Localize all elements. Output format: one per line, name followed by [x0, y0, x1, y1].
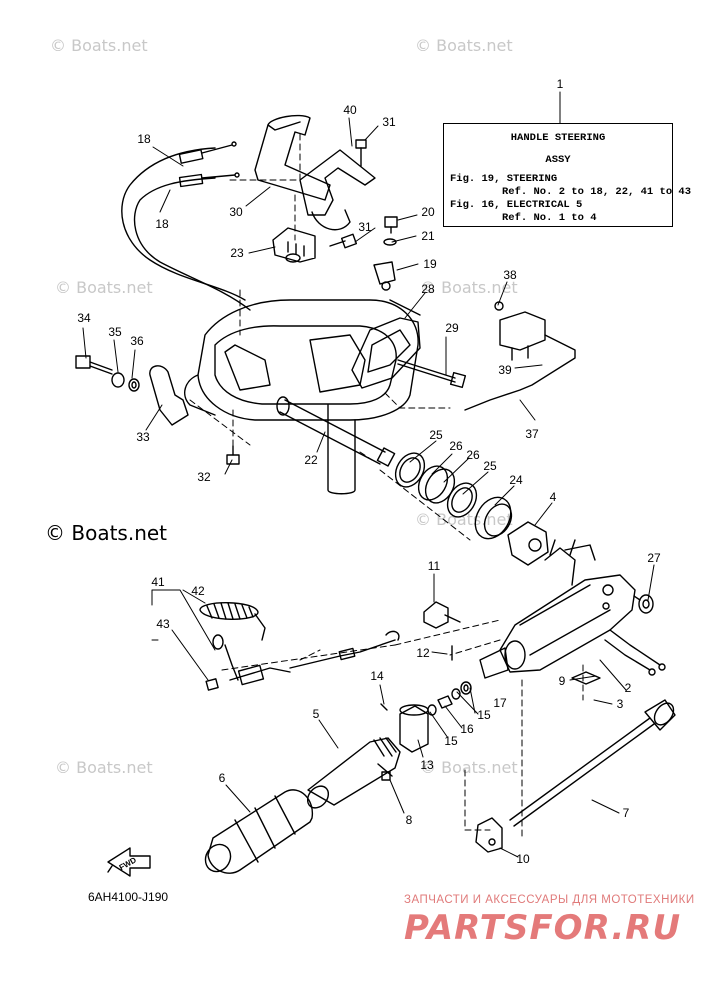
callout-15b: 15 — [444, 734, 458, 748]
bolt-31 — [329, 139, 367, 249]
watermark: © Boats.net — [415, 36, 513, 55]
bolt-29 — [397, 359, 467, 389]
watermark: © Boats.net — [50, 36, 148, 55]
handle-body-2 — [479, 539, 666, 685]
callout-43: 43 — [156, 617, 170, 631]
watermark: © Boats.net — [55, 758, 153, 777]
small-parts-19-21 — [373, 216, 398, 291]
callout-26: 26 — [449, 439, 463, 453]
reference-info-box: HANDLE STEERING ASSY Fig. 19, STEERING R… — [443, 123, 691, 227]
callout-20: 20 — [421, 205, 435, 219]
info-box-ref-1: Fig. 19, STEERING — [450, 173, 558, 185]
callout-7: 7 — [623, 806, 630, 820]
cables-18 — [121, 141, 251, 311]
clip-10 — [475, 817, 503, 853]
callout-18b: 18 — [155, 217, 169, 231]
callout-39: 39 — [498, 363, 512, 377]
dashed-lines — [189, 129, 584, 841]
rod-37-39 — [464, 301, 576, 411]
callout-8: 8 — [406, 813, 413, 827]
handle-bracket-30 — [254, 114, 376, 231]
callout-22: 22 — [304, 453, 318, 467]
callout-bracket-41 — [151, 589, 216, 681]
callout-5: 5 — [313, 707, 320, 721]
rings-24-26 — [394, 452, 549, 566]
callout-34: 34 — [77, 311, 91, 325]
stop-switch-cable — [229, 630, 400, 686]
watermark: © Boats.net — [415, 510, 513, 529]
callout-36: 36 — [130, 334, 144, 348]
callout-16: 16 — [460, 722, 474, 736]
info-box-ref-2: Fig. 16, ELECTRICAL 5 — [450, 199, 583, 211]
info-box-title: HANDLE STEERING — [510, 132, 606, 144]
callout-29: 29 — [445, 321, 459, 335]
callout-17: 17 — [493, 696, 507, 710]
callout-2: 2 — [625, 681, 632, 695]
grip-6 — [204, 789, 314, 874]
callout-9: 9 — [559, 674, 566, 688]
callout-13: 13 — [420, 758, 434, 772]
callout-41: 41 — [151, 575, 165, 589]
callout-4: 4 — [550, 490, 557, 504]
callout-37: 37 — [525, 427, 539, 441]
watermark: © Boats.net — [420, 758, 518, 777]
callout-18: 18 — [137, 132, 151, 146]
callout-38: 38 — [503, 268, 517, 282]
callout-33: 33 — [136, 430, 150, 444]
callout-35: 35 — [108, 325, 122, 339]
info-box-detail-2: Ref. No. 1 to 4 — [502, 212, 597, 224]
watermark-large: © Boats.net — [45, 521, 168, 545]
brand-tagline: ЗАПЧАСТИ И АКСЕССУАРЫ ДЛЯ МОТОТЕХНИКИ — [404, 894, 695, 906]
callout-25b: 25 — [483, 459, 497, 473]
info-box-subtitle: ASSY — [545, 154, 571, 166]
callout-labels: 1 18 18 40 31 30 23 31 20 21 19 28 29 38… — [77, 77, 661, 866]
callout-30: 30 — [229, 205, 243, 219]
callout-23: 23 — [230, 246, 244, 260]
steering-bracket-assembly — [184, 299, 421, 495]
info-box-detail-1: Ref. No. 2 to 18, 22, 41 to 43 — [502, 186, 692, 198]
clamp-23 — [272, 227, 316, 263]
callout-21: 21 — [421, 229, 435, 243]
callout-24: 24 — [509, 473, 523, 487]
callout-11: 11 — [428, 559, 441, 573]
lanyard-42 — [199, 602, 266, 691]
fwd-label: FWD — [118, 855, 138, 872]
callout-6: 6 — [219, 771, 226, 785]
diagram-code: 6AH4100-J190 — [88, 890, 169, 904]
callout-3: 3 — [617, 697, 624, 711]
callout-32: 32 — [197, 470, 211, 484]
callout-31b: 31 — [358, 220, 372, 234]
screw-32 — [226, 445, 240, 465]
watermark: © Boats.net — [420, 278, 518, 297]
grommet-27 — [633, 594, 654, 614]
callout-28: 28 — [421, 282, 435, 296]
small-parts-13-17 — [380, 681, 472, 753]
knob-11 — [423, 601, 461, 661]
callout-31: 31 — [382, 115, 396, 129]
callout-42: 42 — [191, 584, 205, 598]
throttle-shaft-5 — [306, 737, 401, 809]
callout-19: 19 — [423, 257, 437, 271]
fwd-arrow — [107, 847, 151, 877]
rod-7 — [509, 699, 676, 827]
left-parts-33-36 — [75, 355, 189, 426]
watermark: © Boats.net — [55, 278, 153, 297]
callout-14: 14 — [370, 669, 384, 683]
brand-logo: PARTSFOR.RU — [404, 908, 682, 948]
callout-10: 10 — [516, 852, 530, 866]
callout-40: 40 — [343, 103, 357, 117]
shaft-22 — [276, 396, 396, 467]
callout-15: 15 — [477, 708, 491, 722]
callout-12: 12 — [416, 646, 430, 660]
callout-1: 1 — [557, 77, 564, 91]
callout-25: 25 — [429, 428, 443, 442]
callout-26b: 26 — [466, 448, 480, 462]
callout-27: 27 — [647, 551, 661, 565]
